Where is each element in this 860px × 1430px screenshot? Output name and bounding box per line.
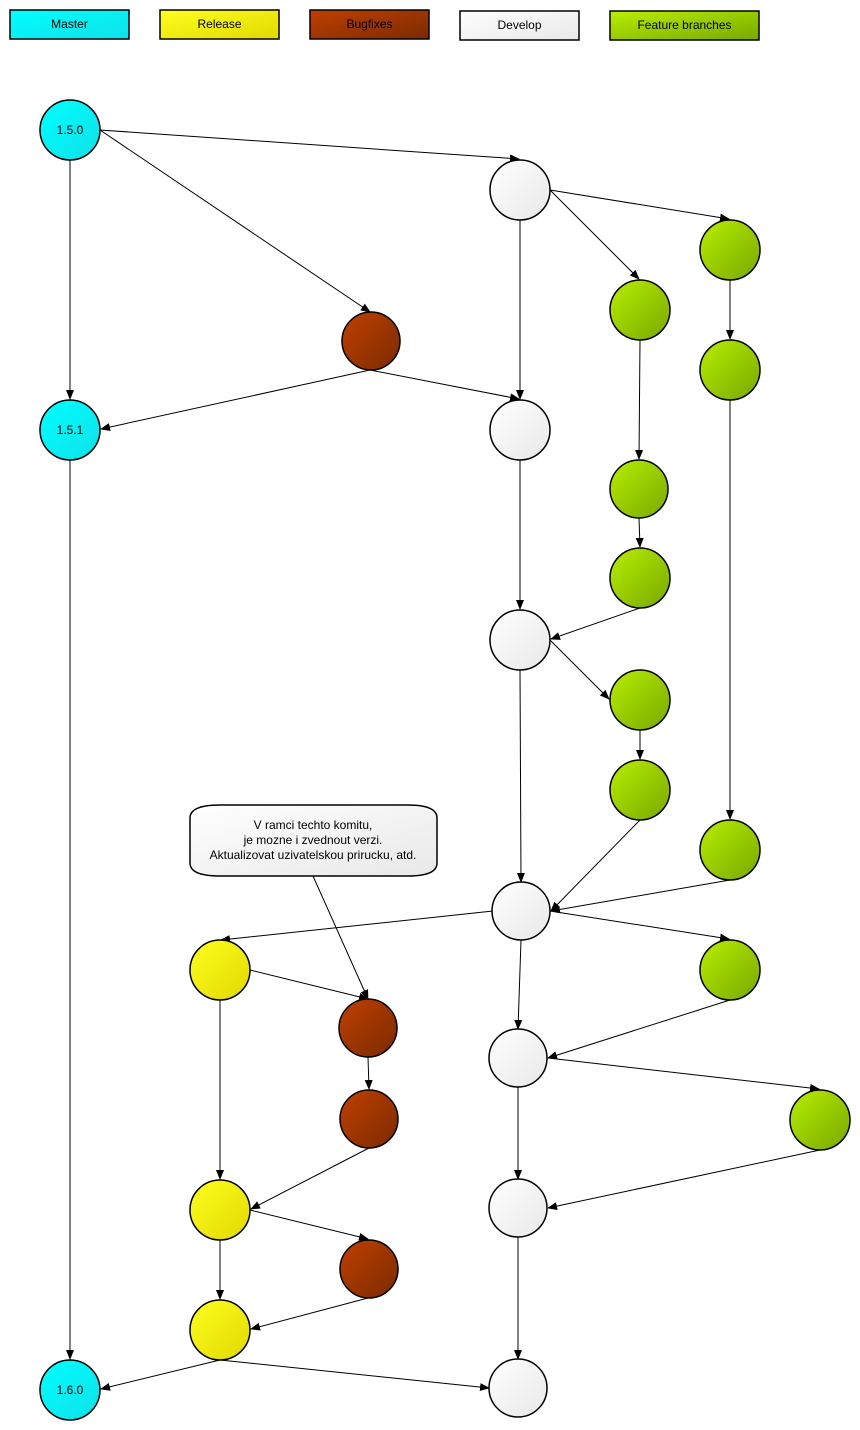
- bugfix-node: [339, 1089, 399, 1149]
- edge: [312, 875, 369, 1000]
- develop-node: [489, 609, 551, 671]
- feature-node: [699, 339, 761, 401]
- release-node: [189, 1179, 251, 1241]
- legend-feature-label: Feature branches: [637, 18, 731, 32]
- develop-nodes: [488, 159, 551, 1418]
- edge: [369, 369, 520, 402]
- feature-node: [609, 759, 671, 821]
- edge: [550, 879, 731, 914]
- develop-node: [489, 159, 551, 221]
- feature-node: [699, 219, 761, 281]
- edge: [549, 639, 610, 700]
- edge: [99, 129, 371, 313]
- edge: [547, 999, 731, 1060]
- bugfix-node: [341, 311, 401, 371]
- master-nodes: 1.5.0 1.5.1 1.6.0: [39, 99, 101, 1421]
- edge: [547, 1057, 820, 1092]
- note-line-2: je mozne i zvednout verzi.: [243, 833, 383, 847]
- note-line-1: V ramci techto komitu,: [254, 818, 373, 832]
- feature-node: [789, 1089, 851, 1151]
- develop-node: [489, 399, 551, 461]
- bugfix-node: [338, 998, 398, 1058]
- node-label: 1.5.1: [57, 423, 84, 437]
- feature-node: [609, 279, 671, 341]
- legend-bugfixes-label: Bugfixes: [346, 17, 392, 31]
- legend: Master Release Bugfixes Develop Feature …: [9, 9, 760, 41]
- edge: [550, 607, 641, 640]
- edge: [249, 969, 369, 1001]
- master-node-1-6-0: 1.6.0: [39, 1359, 101, 1421]
- legend-bugfixes: Bugfixes: [309, 9, 430, 40]
- legend-master: Master: [9, 9, 130, 40]
- master-node-1-5-1: 1.5.1: [39, 399, 101, 461]
- legend-release-label: Release: [197, 17, 241, 31]
- node-label: 1.5.0: [57, 123, 84, 137]
- edge: [549, 189, 640, 280]
- feature-node: [699, 819, 761, 881]
- legend-develop-label: Develop: [497, 18, 541, 32]
- develop-node: [488, 1178, 548, 1238]
- edge: [549, 189, 730, 222]
- feature-nodes: [609, 219, 851, 1151]
- edge: [250, 1147, 370, 1210]
- feature-node: [609, 459, 669, 519]
- bugfix-nodes: [338, 311, 401, 1299]
- release-nodes: [189, 939, 251, 1361]
- legend-master-label: Master: [51, 17, 88, 31]
- bugfix-node: [339, 1239, 399, 1299]
- edge: [219, 1359, 490, 1392]
- release-node: [189, 939, 251, 1001]
- legend-feature: Feature branches: [609, 10, 760, 41]
- edge: [100, 1359, 221, 1391]
- node-label: 1.6.0: [57, 1383, 84, 1397]
- note-line-3: Aktualizovat uzivatelskou prirucku, atd.: [210, 848, 417, 862]
- edge: [220, 910, 494, 944]
- feature-node: [609, 669, 671, 731]
- edges: [66, 129, 821, 1392]
- edge: [547, 1149, 821, 1211]
- master-node-1-5-0: 1.5.0: [39, 99, 101, 161]
- feature-node: [699, 939, 761, 1001]
- legend-develop: Develop: [459, 10, 580, 41]
- edge: [549, 910, 730, 942]
- edge: [516, 669, 525, 883]
- legend-release: Release: [159, 9, 280, 40]
- develop-node: [488, 1358, 548, 1418]
- edge: [550, 819, 641, 912]
- edge: [364, 1056, 373, 1090]
- edge: [99, 129, 520, 163]
- note-callout: V ramci techto komitu, je mozne i zvedno…: [189, 804, 438, 877]
- edge: [100, 369, 371, 431]
- develop-node: [488, 1028, 548, 1088]
- edge: [514, 939, 523, 1030]
- edge: [249, 1209, 369, 1241]
- edge: [635, 339, 644, 460]
- edge: [635, 517, 644, 548]
- release-node: [189, 1299, 251, 1361]
- develop-node: [491, 881, 551, 941]
- feature-node: [609, 547, 671, 609]
- edge: [250, 1297, 369, 1331]
